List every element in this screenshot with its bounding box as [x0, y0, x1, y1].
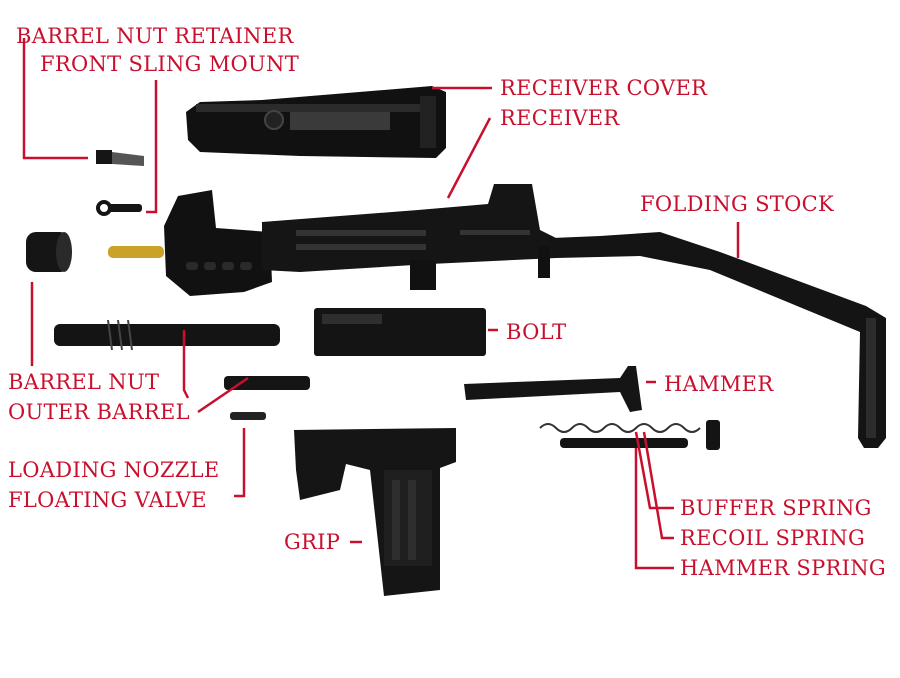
barrel-nut-part — [26, 232, 72, 272]
label-hammer-spring: HAMMER SPRING — [680, 556, 886, 580]
receiver-cover-part — [186, 86, 446, 158]
outer-barrel-part — [54, 319, 280, 351]
label-front-sling-mount: FRONT SLING MOUNT — [40, 52, 300, 76]
label-barrel-nut: BARREL NUT — [8, 370, 160, 394]
label-grip: GRIP — [284, 530, 341, 554]
label-floating-valve: FLOATING VALVE — [8, 488, 207, 512]
bolt-part — [314, 308, 486, 356]
label-folding-stock: FOLDING STOCK — [640, 192, 834, 216]
label-barrel-nut-retainer: BARREL NUT RETAINER — [16, 24, 294, 48]
grip-part — [294, 428, 456, 596]
label-receiver: RECEIVER — [500, 106, 620, 130]
label-bolt: BOLT — [506, 320, 567, 344]
label-loading-nozzle: LOADING NOZZLE — [8, 458, 220, 482]
barrel-nut-retainer-part — [96, 150, 144, 166]
label-hammer: HAMMER — [664, 372, 774, 396]
loading-nozzle-part — [224, 376, 310, 390]
leader-lines — [22, 38, 740, 570]
label-recoil-spring: RECOIL SPRING — [680, 526, 866, 550]
receiver-part — [108, 184, 556, 296]
folding-stock-part — [552, 232, 886, 448]
springs-part — [539, 420, 720, 450]
label-outer-barrel: OUTER BARREL — [8, 400, 190, 424]
floating-valve-part — [230, 412, 266, 420]
front-sling-mount-part — [96, 200, 142, 216]
label-buffer-spring: BUFFER SPRING — [680, 496, 872, 520]
hammer-part — [464, 366, 642, 412]
label-receiver-cover: RECEIVER COVER — [500, 76, 708, 100]
